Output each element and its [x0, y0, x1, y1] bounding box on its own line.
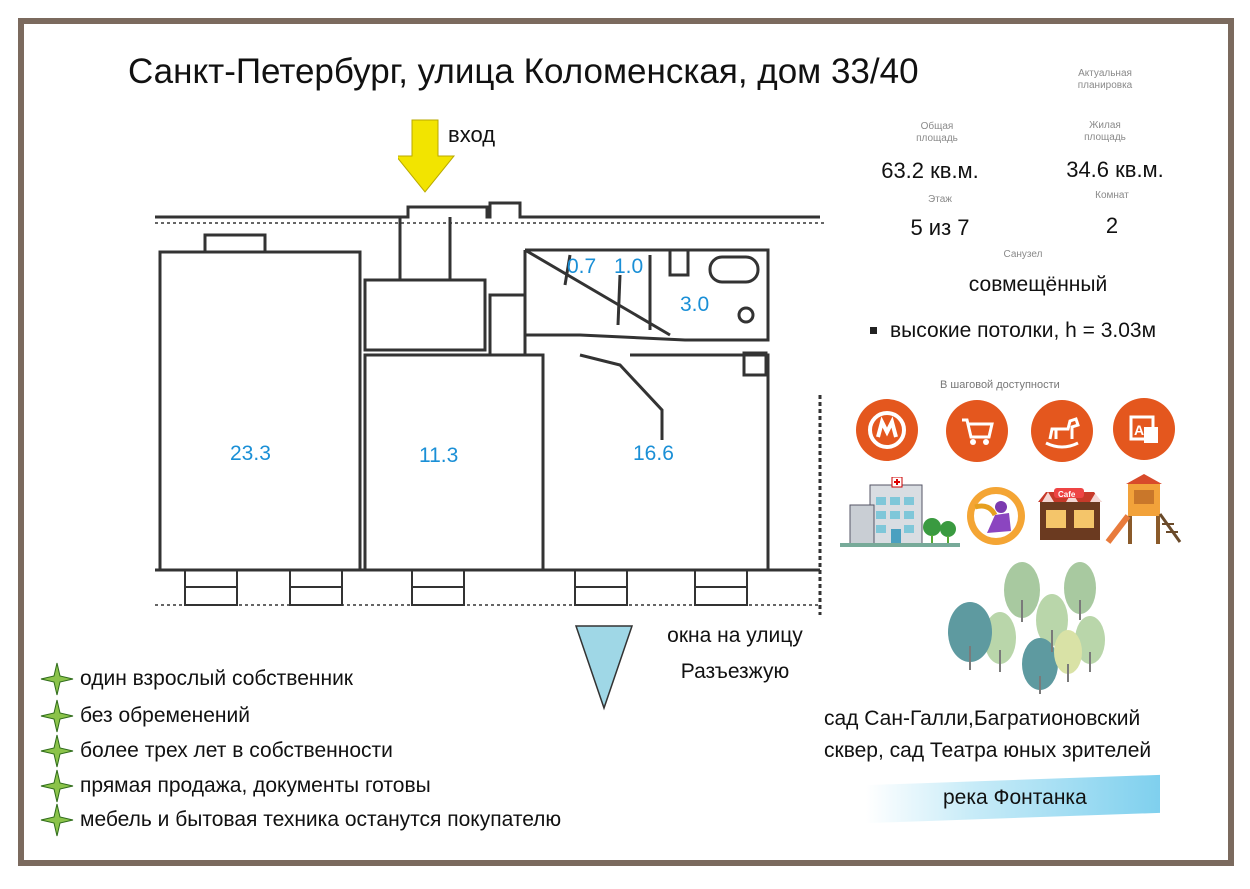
floor-plan [155, 201, 825, 615]
living-area-value: 34.6 кв.м. [1066, 157, 1164, 182]
parks-line-2: сквер, сад Театра юных зрителей [824, 739, 1152, 762]
benefit-item: без обременений [40, 699, 250, 733]
parks-note: сад Сан-Галли,Багратионовский сквер, сад… [824, 703, 1151, 767]
benefit-item: прямая продажа, документы готовы [40, 769, 431, 803]
school-icon: A [1113, 398, 1175, 460]
rooms-value: 2 [1105, 213, 1119, 238]
windows-line-2: Разъезжую [680, 660, 790, 683]
page-title: Санкт-Петербург, улица Коломенская, дом … [128, 52, 919, 91]
room-area-4: 0.7 [567, 255, 597, 278]
total-area-value: 63.2 кв.м. [881, 158, 979, 183]
rocking-horse-icon [1031, 400, 1093, 462]
benefit-text: прямая продажа, документы готовы [80, 774, 431, 797]
entrance-label: вход [448, 122, 496, 147]
plan-caption: Актуальная планировка [1077, 68, 1133, 91]
windows-note: окна на улицу Разъезжую [650, 624, 820, 684]
green-star-icon [40, 734, 74, 768]
floor-value: 5 из 7 [910, 215, 970, 240]
green-star-icon [40, 803, 74, 837]
metro-icon [856, 399, 918, 461]
fitness-icon [967, 487, 1025, 545]
benefit-item: мебель и бытовая техника останутся покуп… [40, 803, 561, 837]
hospital-icon [840, 477, 960, 547]
entrance-arrow-icon [398, 119, 456, 193]
playground-icon [1105, 474, 1182, 544]
river-label: река Фонтанка [943, 786, 1087, 809]
room-area-5: 1.0 [614, 255, 644, 278]
room-area-3: 16.6 [633, 442, 674, 465]
benefit-text: мебель и бытовая техника останутся покуп… [80, 808, 562, 831]
svg-text:Cafe: Cafe [1058, 490, 1076, 499]
parks-line-1: сад Сан-Галли,Багратионовский [824, 707, 1141, 730]
bathroom-value: совмещённый [968, 273, 1108, 296]
windows-direction-icon [574, 625, 634, 711]
benefit-item: более трех лет в собственности [40, 734, 393, 768]
living-area-label: Жилая площадь [1084, 120, 1126, 143]
svg-text:A: A [1134, 422, 1144, 438]
bathroom-label: Санузел [1003, 249, 1043, 260]
bullet-square-icon [870, 327, 877, 334]
room-area-1: 23.3 [230, 442, 271, 465]
room-area-6: 3.0 [680, 293, 710, 316]
total-area-label: Общая площадь [916, 121, 958, 144]
green-star-icon [40, 699, 74, 733]
green-star-icon [40, 769, 74, 803]
benefit-text: более трех лет в собственности [80, 739, 393, 762]
windows-line-1: окна на улицу [667, 624, 803, 647]
benefit-text: один взрослый собственник [80, 667, 353, 690]
park-trees-icon [948, 562, 1105, 694]
shopping-cart-icon [946, 400, 1008, 462]
page-frame [18, 18, 1234, 866]
rooms-label: Комнат [1095, 190, 1129, 201]
room-area-2: 11.3 [419, 444, 459, 467]
floor-label: Этаж [928, 194, 952, 205]
benefit-item: один взрослый собственник [40, 662, 353, 696]
ceilings-note: высокие потолки, h = 3.03м [890, 319, 1157, 342]
walking-caption: В шаговой доступности [940, 379, 1060, 391]
green-star-icon [40, 662, 74, 696]
benefit-text: без обременений [80, 704, 250, 727]
cafe-icon: Cafe [1038, 488, 1102, 540]
